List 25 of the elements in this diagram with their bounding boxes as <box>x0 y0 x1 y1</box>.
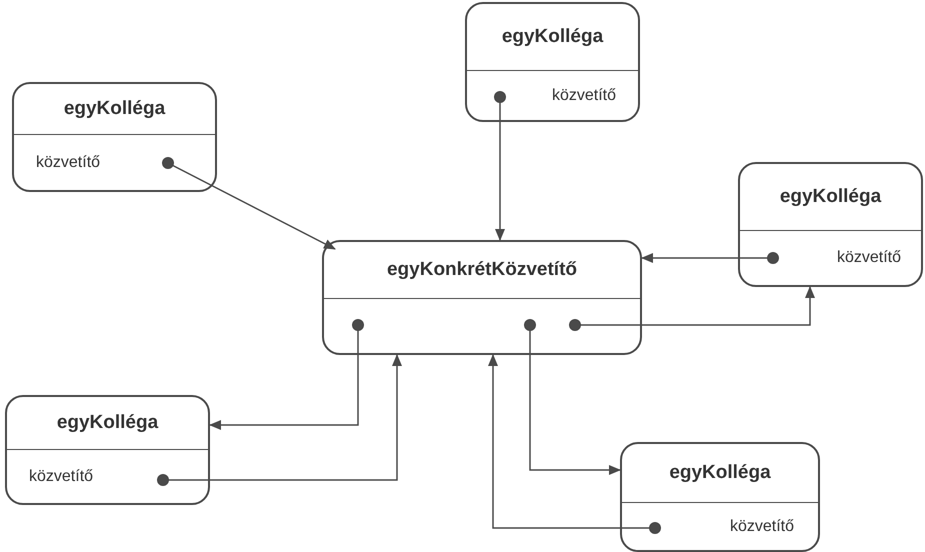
arrow <box>569 286 815 331</box>
object-name: egyKolléga <box>64 98 166 120</box>
arrow <box>494 91 506 241</box>
attribute-label: közvetítő <box>552 86 616 104</box>
object-box <box>12 82 217 192</box>
arrow <box>524 319 621 475</box>
object-name: egyKolléga <box>780 186 882 208</box>
object-name: egyKonkrétKözvetítő <box>386 259 578 281</box>
object-name: egyKolléga <box>669 462 771 484</box>
arrow <box>488 354 661 534</box>
arrow <box>641 252 779 264</box>
arrow <box>157 354 402 486</box>
arrow <box>162 157 336 250</box>
object-box <box>738 162 923 287</box>
object-name: egyKolléga <box>502 26 604 48</box>
object-box <box>322 240 642 355</box>
object-box <box>465 2 640 122</box>
object-box <box>620 442 820 552</box>
object-box <box>5 395 210 505</box>
arrow <box>209 319 364 430</box>
attribute-label: közvetítő <box>29 468 94 486</box>
attribute-label: közvetítő <box>36 154 100 172</box>
object-name: egyKolléga <box>56 412 158 434</box>
attribute-label: közvetítő <box>836 249 901 267</box>
attribute-label: közvetítő <box>730 518 794 536</box>
